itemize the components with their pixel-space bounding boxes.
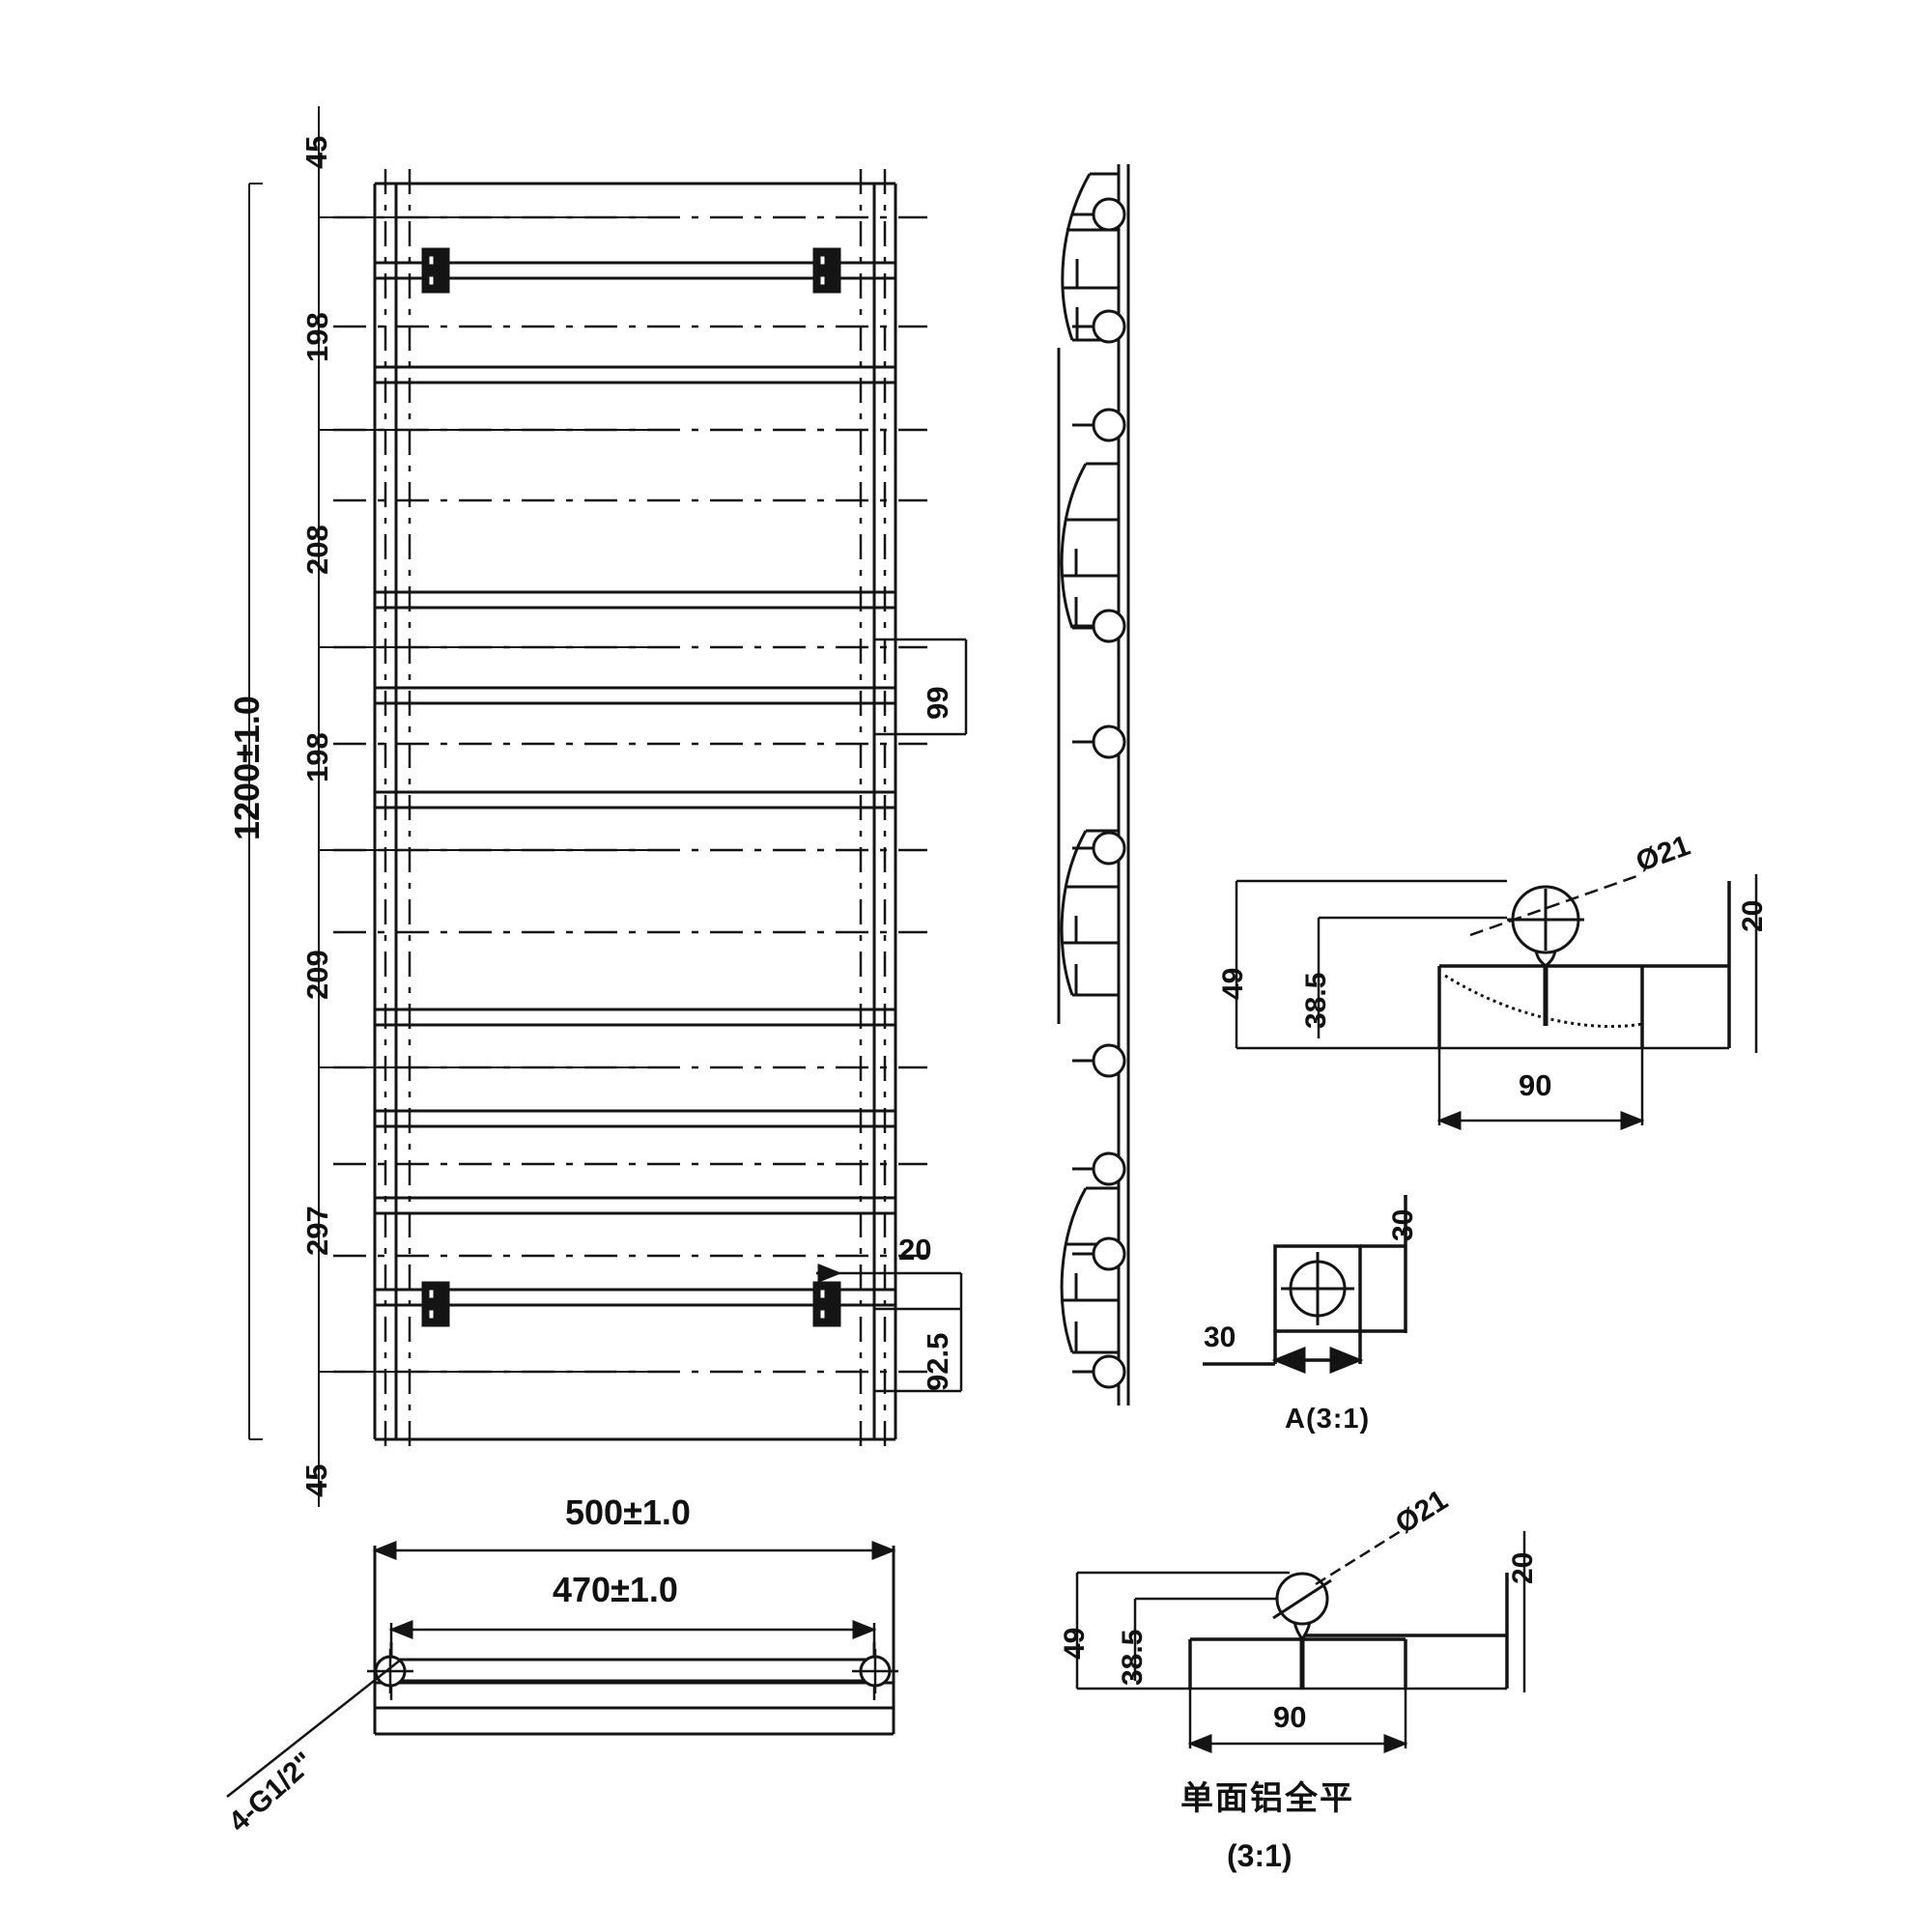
leader-thread-callout [226, 1659, 402, 1798]
dim-overall-height [248, 183, 263, 1440]
side-tube-neck [1072, 213, 1094, 1374]
dim-90-bottom [1187, 1689, 1408, 1753]
section-profile-body-bottom [1188, 1573, 1509, 1689]
dim-label-bottom-gap-92-5: 92.5 [921, 1332, 954, 1391]
dim-label-section-height-49-bottom: 49 [1059, 1627, 1091, 1660]
dim-label-segment-297: 297 [300, 1206, 334, 1256]
dim-label-segment-198-b: 198 [300, 732, 334, 782]
leader-diameter-21-top [1469, 872, 1643, 937]
dim-label-detail-a-height-30: 30 [1387, 1208, 1419, 1241]
section-detail-bottom-caption: 单面铝全平 [1180, 1779, 1354, 1818]
dim-label-segment-198-a: 198 [300, 312, 334, 362]
dim-label-segment-208: 208 [300, 525, 334, 575]
section-tube-stem-bottom [1272, 1578, 1332, 1642]
front-rail-group [375, 261, 895, 1307]
dim-92-5 [874, 1273, 963, 1393]
side-view-group [1057, 164, 1130, 1406]
detail-a-hole [1281, 1252, 1354, 1325]
dim-label-plan-inner-width: 470±1.0 [553, 1570, 678, 1609]
front-panel-centerlines [333, 215, 927, 1374]
section-detail-bottom-scale: (3:1) [1227, 1838, 1293, 1873]
detail-a-caption: A(3:1) [1285, 1404, 1371, 1435]
dim-label-section-inner-38-5-bottom: 38.5 [1117, 1629, 1149, 1686]
dim-label-plan-overall-width: 500±1.0 [565, 1492, 691, 1532]
detail-a-group [1203, 1195, 1407, 1374]
dim-label-top-45: 45 [299, 135, 333, 169]
dim-90-top [1436, 1048, 1645, 1130]
front-manifold-centerlines [384, 169, 887, 1454]
dim-label-section-right-20-bottom: 20 [1507, 1551, 1539, 1584]
dim-label-section-width-90-bottom: 90 [1273, 1700, 1307, 1734]
dim-label-rail-depth-99: 99 [921, 686, 954, 720]
dim-label-detail-a-width-30: 30 [1204, 1321, 1236, 1353]
leader-diameter-21-bottom [1315, 1529, 1402, 1586]
dim-label-section-inner-38-5-top: 38.5 [1300, 972, 1332, 1029]
section-detail-bottom-group [1075, 1571, 1507, 1690]
dim-label-bracket-offset-20: 20 [898, 1233, 932, 1266]
front-manifold-inner-edges [408, 169, 863, 1454]
dim-label-section-width-90-top: 90 [1519, 1068, 1552, 1102]
dim-label-overall-height: 1200±1.0 [227, 696, 267, 840]
dim-label-segment-209: 209 [300, 950, 334, 1000]
dim-extension-ticks [319, 216, 333, 1373]
dim-99-box [874, 638, 968, 736]
dim-label-bottom-45: 45 [299, 1463, 333, 1497]
dim-label-section-right-20-top: 20 [1737, 899, 1769, 932]
front-body-outline [373, 182, 897, 1441]
plan-connector-cross [367, 1649, 898, 1693]
section-detail-top-group [1235, 879, 1729, 1050]
dim-label-section-height-49-top: 49 [1217, 967, 1249, 1000]
section-profile-body-top [1437, 881, 1731, 1048]
section-tube-stem-top [1507, 889, 1584, 969]
bracket-symbol [421, 247, 841, 1327]
